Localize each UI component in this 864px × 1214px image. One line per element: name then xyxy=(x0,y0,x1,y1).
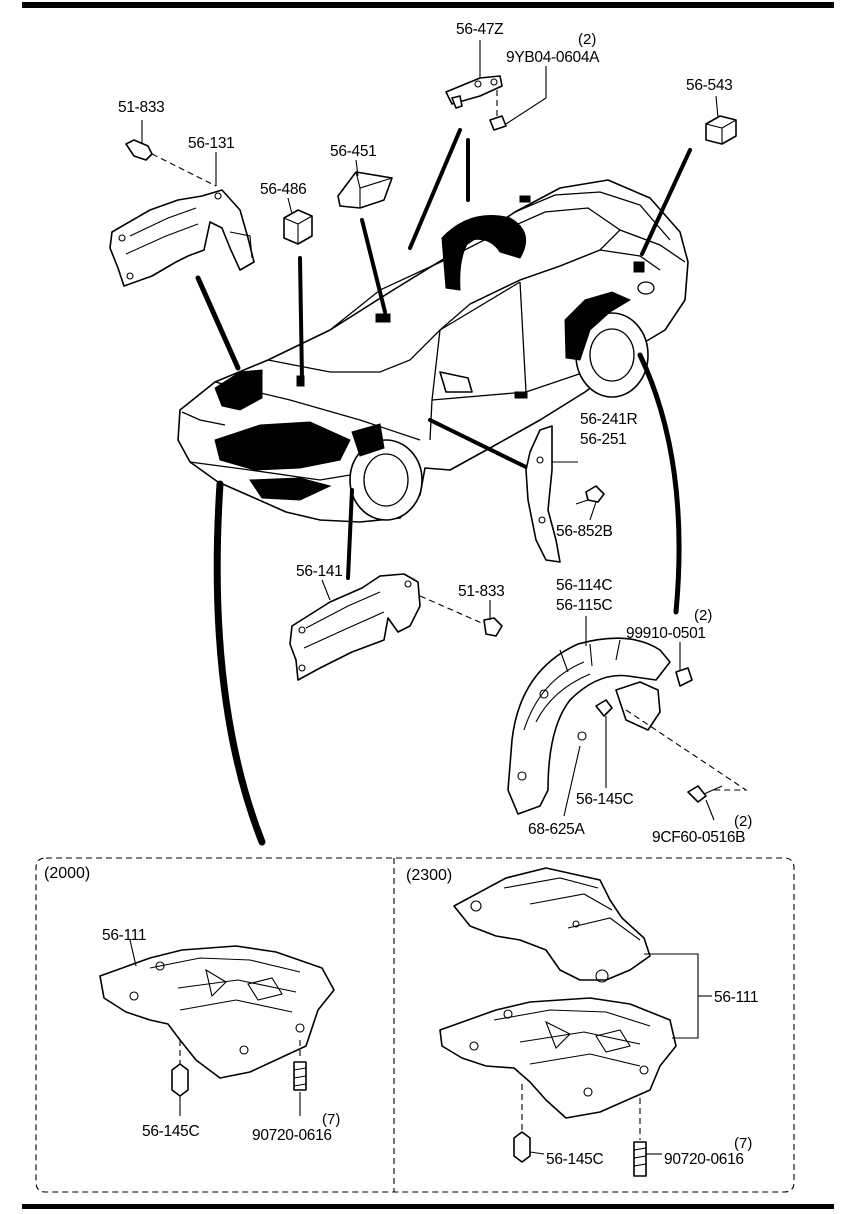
clip-51-833-mid xyxy=(419,595,503,637)
box-2300-90720-0616: 90720-0616 xyxy=(664,1151,744,1168)
callout-56-141: 56-141 xyxy=(296,563,342,580)
box-2300-56-145c: 56-145C xyxy=(546,1151,603,1168)
pointer-lines xyxy=(195,128,692,846)
top-rule xyxy=(22,2,834,8)
callout-56-486: 56-486 xyxy=(260,181,306,198)
callout-56-145c-mid: 56-145C xyxy=(576,791,633,808)
part-56-141 xyxy=(289,573,421,681)
callout-labels: 56-47Z (2) 9YB04-0604A 56-543 51-833 56-… xyxy=(118,21,752,846)
variant-box xyxy=(35,857,795,1193)
callout-56-114c: 56-114C xyxy=(556,577,612,594)
screw-56-852b xyxy=(575,485,605,505)
bottom-rule xyxy=(22,1204,834,1209)
box-2000-title: (2000) xyxy=(44,865,90,882)
callout-99910-qty: (2) xyxy=(694,607,712,624)
callout-56-451: 56-451 xyxy=(330,143,376,160)
callout-9yb04-0604a: 9YB04-0604A xyxy=(506,49,600,66)
box-2000-56-111: 56-111 xyxy=(102,927,146,944)
box-2300-90720-qty: (7) xyxy=(734,1135,752,1152)
part-56-543 xyxy=(705,115,737,145)
callout-56-543: 56-543 xyxy=(686,77,732,94)
panel-2000: (2000) 56-111 56-145C (7) 90720-0616 xyxy=(44,865,340,1144)
callout-56-131: 56-131 xyxy=(188,135,234,152)
part-56-451 xyxy=(337,171,393,209)
callout-9cf60-qty: (2) xyxy=(734,813,752,830)
callout-56-241r: 56-241R xyxy=(580,411,637,428)
part-56-47z xyxy=(445,75,507,131)
car-illustration xyxy=(177,179,689,523)
fasteners-fender xyxy=(595,667,748,803)
callout-51-833-top: 51-833 xyxy=(118,99,164,116)
leader-lines xyxy=(141,40,719,821)
clip-51-833-top xyxy=(125,139,217,187)
callout-51-833-mid: 51-833 xyxy=(458,583,504,600)
callout-68-625a: 68-625A xyxy=(528,821,585,838)
part-56-241r xyxy=(525,425,561,563)
callout-56-852b: 56-852B xyxy=(556,523,613,540)
part-56-486 xyxy=(283,209,313,245)
callout-9yb04-qty: (2) xyxy=(578,31,596,48)
callout-56-47z: 56-47Z xyxy=(456,21,503,38)
callout-9cf60-0516b: 9CF60-0516B xyxy=(652,829,745,846)
callout-56-115c: 56-115C xyxy=(556,597,612,614)
box-2000-56-145c: 56-145C xyxy=(142,1123,199,1140)
box-2300-56-111: 56-111 xyxy=(714,989,758,1006)
box-2000-90720-qty: (7) xyxy=(322,1111,340,1128)
box-2300-title: (2300) xyxy=(406,867,452,884)
box-2000-90720-0616: 90720-0616 xyxy=(252,1127,332,1144)
part-56-114c xyxy=(507,637,671,815)
part-56-131 xyxy=(109,189,255,287)
panel-2300: (2300) 56-111 56-145C (7) 90720-0616 xyxy=(406,867,758,1177)
callout-99910-0501: 99910-0501 xyxy=(626,625,706,642)
callout-56-251: 56-251 xyxy=(580,431,626,448)
